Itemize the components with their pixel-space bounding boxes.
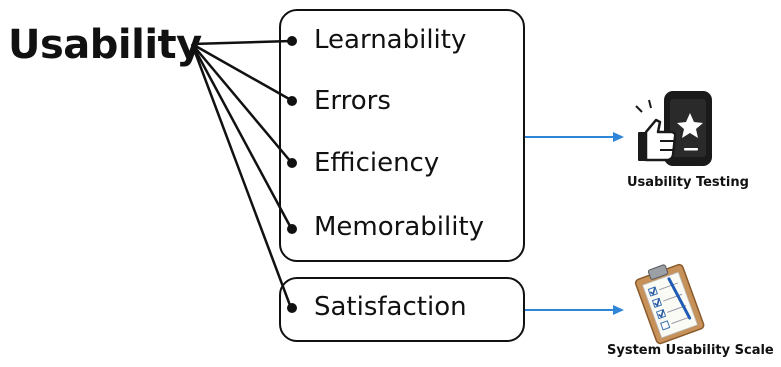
system-usability-scale-label: System Usability Scale bbox=[607, 343, 774, 358]
arrow-to-testing bbox=[523, 132, 624, 142]
diagram-title: Usability bbox=[8, 22, 202, 68]
item-efficiency: Efficiency bbox=[314, 148, 440, 178]
bullet-learnability bbox=[287, 36, 297, 46]
connector-lines bbox=[190, 39, 293, 309]
item-learnability: Learnability bbox=[314, 25, 467, 55]
bullet-dots bbox=[287, 36, 297, 313]
item-memorability: Memorability bbox=[314, 212, 485, 242]
attributes-box bbox=[279, 9, 525, 262]
item-errors: Errors bbox=[314, 86, 391, 116]
bullet-efficiency bbox=[287, 158, 297, 168]
usability-testing-label: Usability Testing bbox=[627, 175, 749, 190]
phone-thumbs-up-icon bbox=[635, 91, 712, 166]
clipboard-checklist-icon bbox=[634, 263, 705, 345]
arrow-to-scale bbox=[523, 305, 624, 315]
connector-errors bbox=[191, 42, 292, 102]
item-satisfaction: Satisfaction bbox=[314, 292, 467, 322]
bullet-memorability bbox=[287, 224, 297, 234]
bullet-satisfaction bbox=[287, 303, 297, 313]
connector-satisfaction bbox=[190, 43, 293, 309]
connector-memorability bbox=[190, 43, 293, 229]
connector-efficiency bbox=[191, 43, 292, 163]
satisfaction-box bbox=[279, 277, 525, 342]
connector-learnability bbox=[191, 39, 292, 46]
bullet-errors bbox=[287, 96, 297, 106]
